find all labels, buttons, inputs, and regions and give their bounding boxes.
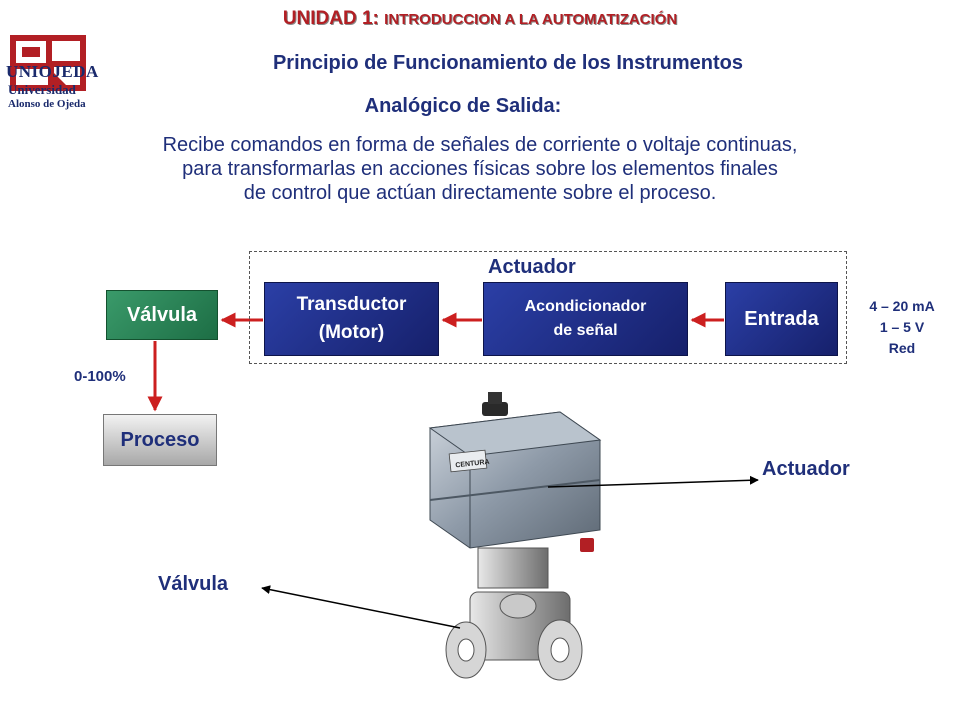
slide-subtitle: Principio de Funcionamiento de los Instr… (272, 52, 744, 74)
signal-conditioner-block: Acondicionador de señal (483, 282, 688, 356)
valve-block-label: Válvula (126, 303, 198, 326)
description-line-2: para transformarlas en acciones físicas … (182, 158, 778, 180)
description-line-1: Recibe comandos en forma de señales de c… (162, 134, 798, 156)
pointer-valve (261, 585, 461, 629)
conditioner-sublabel: de señal (553, 322, 618, 339)
logo-subtitle-2: Alonso de Ojeda (8, 98, 86, 110)
transducer-label: Transductor (296, 294, 407, 315)
unit-title: UNIDAD 1: INTRODUCCION A LA AUTOMATIZACI… (0, 8, 960, 30)
logo-subtitle: Universidad (8, 82, 76, 97)
actuator-group-boundary (249, 251, 847, 364)
brand-plate-text: CENTURA (455, 459, 490, 470)
pointer-actuator (547, 475, 759, 488)
valve-block: Válvula (106, 290, 218, 340)
transducer-sublabel: (Motor) (318, 322, 385, 343)
logo-name: UNIOJEDA (6, 62, 99, 81)
description-line-3: de control que actúan directamente sobre… (243, 182, 717, 204)
signal-current: 4 – 20 mA (869, 298, 935, 314)
photo-valve-label: Válvula (158, 573, 229, 595)
unit-title-rest: INTRODUCCION A LA AUTOMATIZACIÓN (384, 11, 678, 28)
signal-network: Red (888, 340, 916, 356)
input-block: Entrada (725, 282, 838, 356)
section-title: Analógico de Salida: (364, 95, 562, 117)
actuator-group-label: Actuador (488, 256, 576, 278)
valve-range-label: 0-100% (74, 368, 126, 385)
description-text: Recibe comandos en forma de señales de c… (80, 133, 880, 205)
transducer-block: Transductor (Motor) (264, 282, 439, 356)
actuator-valve-photo: CENTURA (428, 392, 602, 681)
input-label: Entrada (744, 307, 819, 330)
photo-actuator-label: Actuador (762, 458, 850, 480)
process-block: Proceso (103, 414, 217, 466)
university-logo (10, 35, 86, 91)
unit-title-main: UNIDAD 1: (282, 8, 385, 29)
process-label: Proceso (120, 428, 200, 451)
input-signal-list: 4 – 20 mA 1 – 5 V Red (848, 296, 956, 359)
signal-voltage: 1 – 5 V (879, 319, 925, 335)
conditioner-label: Acondicionador (524, 298, 647, 315)
